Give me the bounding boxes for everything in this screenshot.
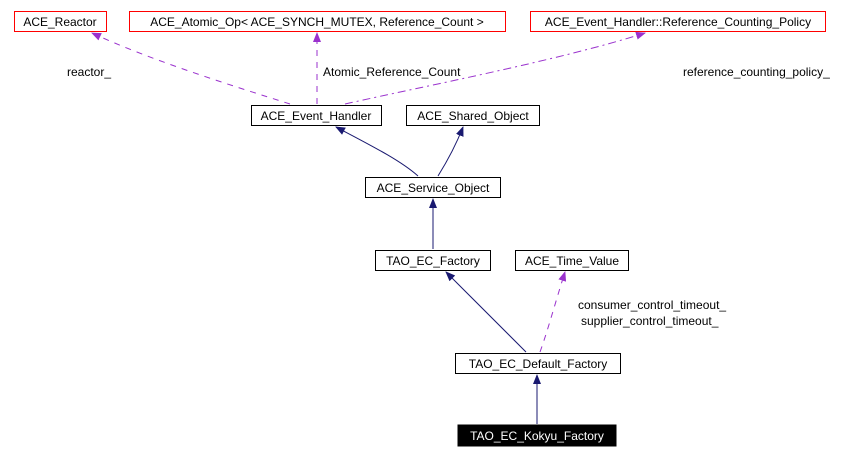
edge-event-handler-to-reactor <box>91 32 291 105</box>
node-label: TAO_EC_Kokyu_Factory <box>470 429 604 443</box>
node-label: ACE_Shared_Object <box>417 109 529 123</box>
node-reference-counting-policy[interactable]: ACE_Event_Handler::Reference_Counting_Po… <box>530 11 826 32</box>
node-ace-time-value[interactable]: ACE_Time_Value <box>515 250 629 271</box>
node-label: TAO_EC_Default_Factory <box>469 357 608 371</box>
edge-label-supplier-control-timeout: supplier_control_timeout_ <box>581 314 719 328</box>
node-ace-service-object[interactable]: ACE_Service_Object <box>365 177 501 198</box>
node-ace-atomic-op[interactable]: ACE_Atomic_Op< ACE_SYNCH_MUTEX, Referenc… <box>129 11 506 32</box>
node-tao-ec-default-factory[interactable]: TAO_EC_Default_Factory <box>455 353 621 374</box>
node-label: ACE_Service_Object <box>377 181 490 195</box>
edge-label-reference-counting-policy: reference_counting_policy_ <box>683 65 830 79</box>
node-ace-event-handler[interactable]: ACE_Event_Handler <box>251 105 382 126</box>
node-tao-ec-kokyu-factory: TAO_EC_Kokyu_Factory <box>457 424 617 447</box>
node-label: ACE_Reactor <box>23 15 96 29</box>
nodes: ACE_Reactor ACE_Atomic_Op< ACE_SYNCH_MUT… <box>14 11 826 447</box>
edge-service-object-to-event-handler <box>335 126 419 177</box>
edge-label-atomic-reference-count: Atomic_Reference_Count <box>323 65 461 79</box>
edge-event-handler-to-ref-counting-policy <box>344 31 646 105</box>
node-tao-ec-factory[interactable]: TAO_EC_Factory <box>375 250 491 271</box>
node-label: TAO_EC_Factory <box>386 254 480 268</box>
node-label: ACE_Event_Handler <box>261 109 372 123</box>
node-ace-shared-object[interactable]: ACE_Shared_Object <box>406 105 540 126</box>
node-label: ACE_Atomic_Op< ACE_SYNCH_MUTEX, Referenc… <box>150 15 483 29</box>
node-label: ACE_Event_Handler::Reference_Counting_Po… <box>545 15 811 29</box>
edge-default-factory-to-ec-factory <box>445 271 527 353</box>
edges: reactor_ Atomic_Reference_Count referenc… <box>67 31 830 424</box>
edge-label-consumer-control-timeout: consumer_control_timeout_ <box>578 298 726 312</box>
edge-label-reactor: reactor_ <box>67 65 111 79</box>
node-label: ACE_Time_Value <box>525 254 619 268</box>
edge-service-object-to-shared-object <box>437 126 464 177</box>
node-ace-reactor[interactable]: ACE_Reactor <box>14 11 107 32</box>
edge-default-factory-to-time-value <box>539 271 567 353</box>
